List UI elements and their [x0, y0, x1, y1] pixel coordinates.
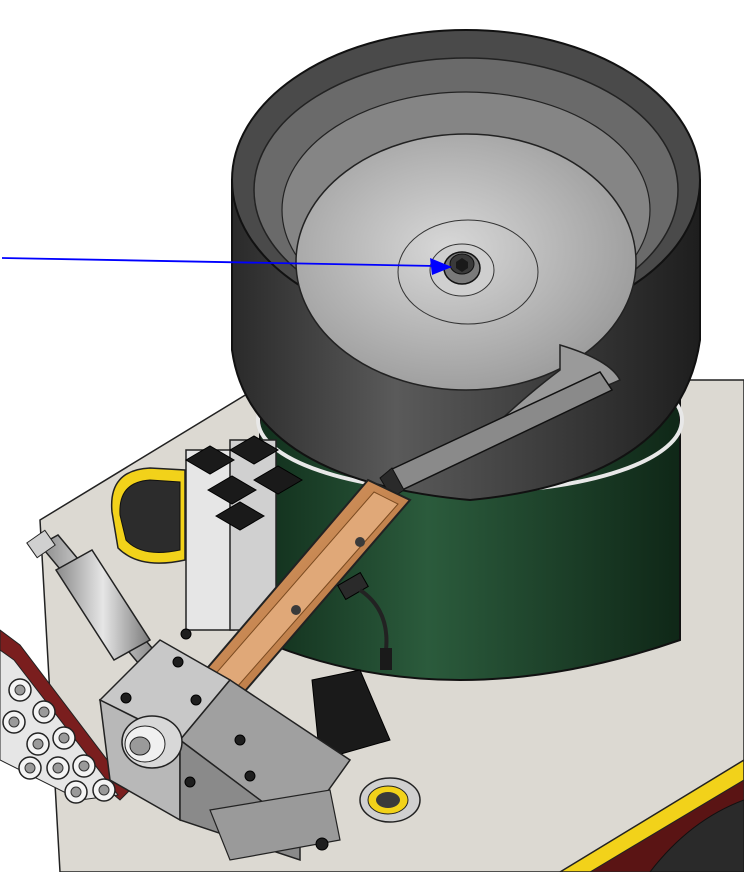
bottom-right-drive — [558, 759, 744, 872]
callout-arrow — [1, 257, 452, 275]
pneumatic-cylinder — [26, 529, 164, 671]
feeder-chute — [379, 371, 614, 499]
center-bolt — [443, 251, 481, 285]
roller-rail — [0, 629, 131, 804]
yellow-slot-left — [110, 467, 186, 564]
ring-fitting — [359, 777, 421, 823]
sensor-cable — [337, 571, 392, 670]
actuator-housing — [98, 628, 352, 862]
cable-gland — [121, 715, 183, 769]
wedge-block — [311, 669, 391, 761]
vibratory-bowl — [231, 29, 701, 502]
